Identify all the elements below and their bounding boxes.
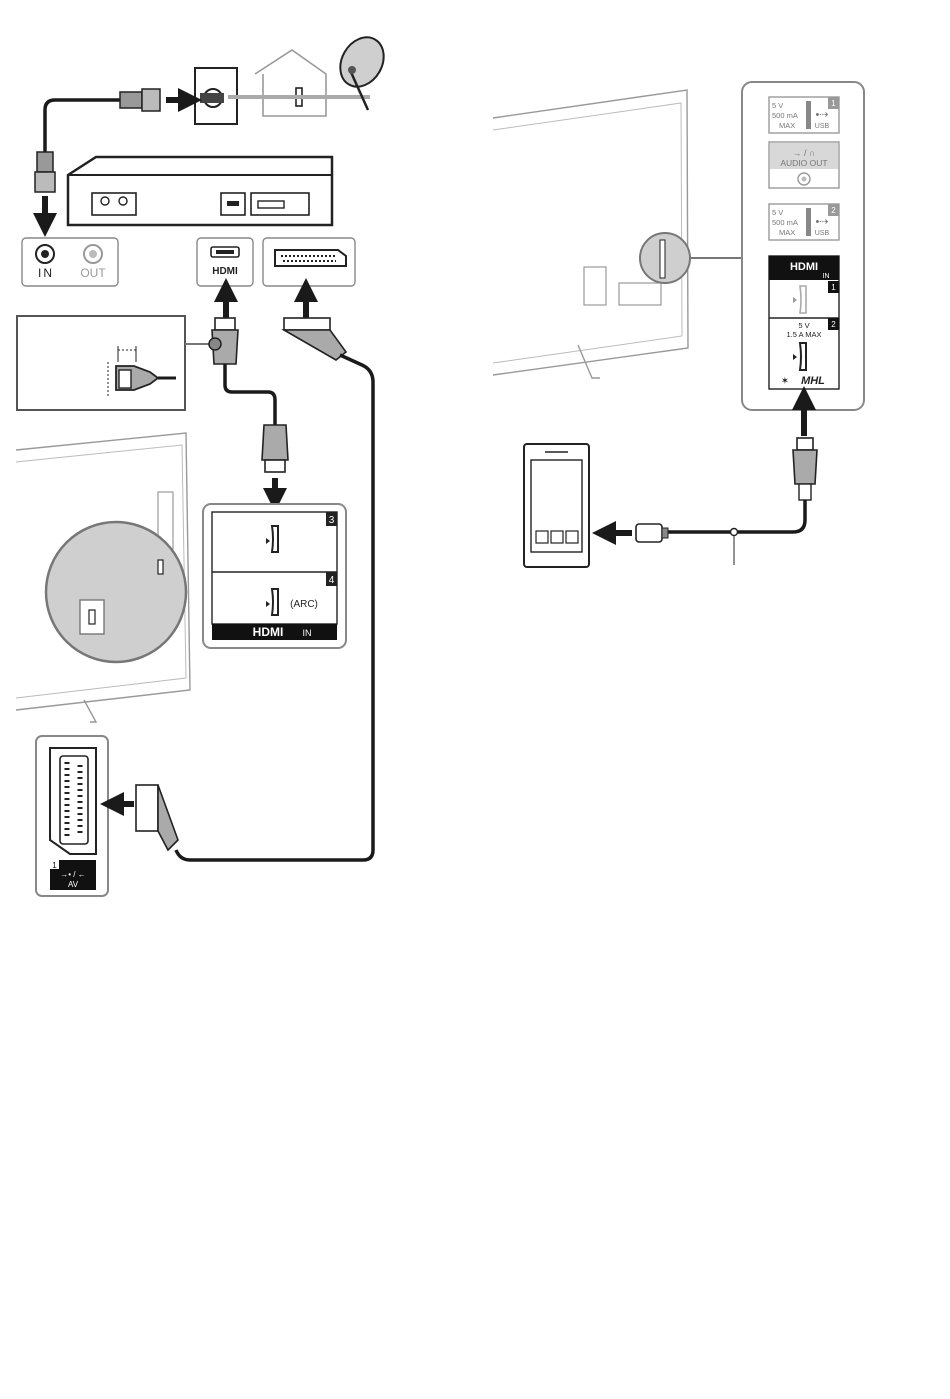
mhl-label: MHL (801, 375, 825, 387)
scart-plug-top (284, 318, 346, 360)
usb2-label: USB (815, 230, 830, 237)
tv-rear-right (493, 90, 742, 378)
hdmi2-line1: 5 V (798, 321, 809, 330)
audio-out-port: → / ∩ AUDIO OUT (769, 142, 839, 188)
mhl-star-icon: ✶ (781, 376, 789, 387)
usb2-number: 2 (831, 206, 836, 215)
tv-rear-left (16, 433, 190, 722)
usb-icon: •⇢ (815, 216, 828, 228)
scart-number: 1 (52, 861, 57, 870)
usb2-line1: 5 V (772, 208, 783, 217)
scart-plug-bottom (136, 785, 178, 850)
audio-out-symbols: → / ∩ (793, 148, 816, 158)
hdmi1-number: 1 (831, 283, 836, 292)
hdmi-size-callout (17, 316, 221, 410)
hdmi-cable (225, 364, 275, 425)
hdmi-header-logo: HDMI (790, 261, 818, 273)
micro-usb-plug (636, 524, 668, 542)
hdmi2-line2: 1.5 A MAX (786, 330, 821, 339)
coax-plug-top (120, 89, 160, 111)
usb2-line2: 500 mA (772, 218, 798, 227)
house-icon (255, 50, 326, 116)
antenna-out-label: OUT (80, 266, 106, 280)
arc-label: (ARC) (290, 599, 318, 610)
usb1-line3: MAX (779, 121, 795, 130)
antenna-in-out-panel: IN OUT (22, 238, 118, 286)
usb2-line3: MAX (779, 228, 795, 237)
usb-port-1: 5 V 500 mA MAX •⇢ USB 1 (769, 97, 839, 133)
antenna-coax-cable (45, 100, 120, 160)
hdmi-footer-logo: HDMI (253, 625, 284, 639)
usb-port-2: 5 V 500 mA MAX •⇢ USB 2 (769, 204, 839, 240)
usb1-label: USB (815, 123, 830, 130)
hdmi-plug-bottom (262, 425, 288, 472)
usb1-line2: 500 mA (772, 111, 798, 120)
tv-side-panel: 5 V 500 mA MAX •⇢ USB 1 → / ∩ AUDIO OUT … (742, 82, 864, 410)
hdmi-logo: HDMI (212, 266, 238, 277)
usb1-number: 1 (831, 99, 836, 108)
stb-scart-port-box (263, 238, 355, 286)
hdmi-ports-1-2: HDMI IN 1 2 5 V 1.5 A MAX ✶ MHL (769, 256, 839, 389)
tv-scart-panel: 1 →• / ← AV (36, 736, 108, 896)
hdmi-port-4-number: 4 (329, 575, 335, 586)
coax-plug-bottom (35, 152, 55, 192)
hdmi-footer-in: IN (303, 628, 312, 638)
usb1-line1: 5 V (772, 101, 783, 110)
tv-hdmi-3-4-panel: 3 4 (ARC) HDMI IN (203, 504, 346, 648)
stb-hdmi-port-box: HDMI (197, 238, 253, 286)
mhl-hdmi-plug (793, 438, 817, 500)
hdmi-port-3-number: 3 (329, 515, 335, 526)
audio-out-label: AUDIO OUT (780, 158, 827, 168)
set-top-box (68, 157, 332, 225)
scart-av-label: AV (68, 880, 79, 889)
hdmi2-number: 2 (831, 320, 836, 329)
usb-icon: •⇢ (815, 109, 828, 121)
hdmi-header-in: IN (823, 273, 830, 280)
antenna-in-label: IN (38, 266, 54, 280)
mhl-cable (666, 500, 805, 532)
smartphone-icon (524, 444, 589, 567)
scart-symbols: →• / ← (60, 870, 85, 879)
